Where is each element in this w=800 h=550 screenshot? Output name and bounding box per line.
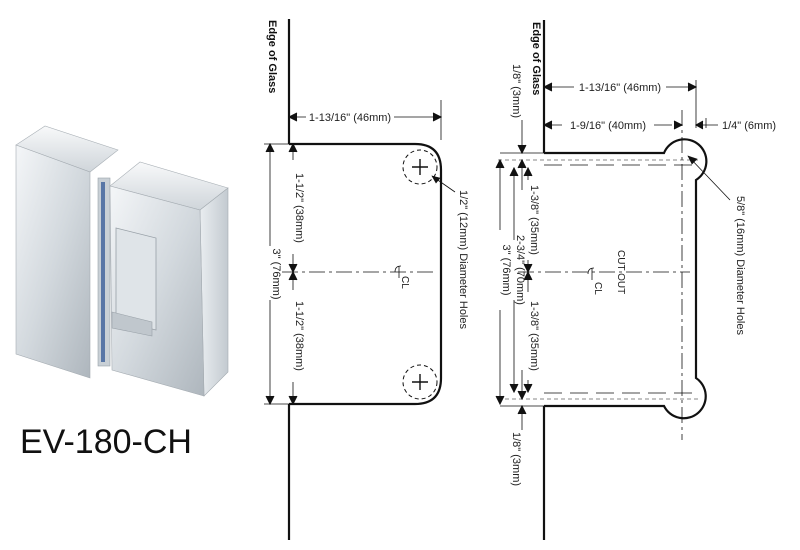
dim-lower-label: 1-1/2" (38mm) — [293, 301, 305, 371]
dim-upper-half-label: 1-3/8" (35mm) — [528, 185, 540, 255]
clamp-drawing — [264, 19, 456, 540]
product-photo — [15, 125, 229, 397]
dim-height-label: 3" (76mm) — [270, 249, 282, 300]
hole-diameter-label-2: 5/8" (16mm) Diameter Holes — [734, 196, 746, 335]
cut-out-label: CUT OUT — [615, 250, 626, 294]
dim-cutout-height-label: 2-3/4" (70mm) — [514, 235, 526, 305]
hole-diameter-label: 1/2" (12mm) Diameter Holes — [457, 190, 469, 329]
dim-lower-half-label: 1-3/8" (35mm) — [528, 301, 540, 371]
dim-overall-height-label: 3" (76mm) — [500, 245, 512, 296]
dim-bottom-gap-label: 1/8" (3mm) — [510, 432, 522, 486]
centerline-label: CL — [399, 276, 410, 289]
dim-offset-label: 1/4" (6mm) — [722, 120, 776, 132]
dim-inner-width-label: 1-9/16" (40mm) — [570, 120, 646, 132]
dim-overall-width-label: 1-13/16" (46mm) — [579, 82, 661, 94]
cut-out-centerline-label: CL — [592, 282, 603, 295]
edge-of-glass-label: Edge of Glass — [266, 20, 278, 93]
cutout-drawing — [495, 20, 731, 540]
edge-of-glass-label-2: Edge of Glass — [530, 22, 542, 95]
dim-upper-label: 1-1/2" (38mm) — [293, 173, 305, 243]
dim-top-gap-label: 1/8" (3mm) — [510, 64, 522, 118]
dim-width-label: 1-13/16" (46mm) — [309, 112, 391, 124]
model-number: EV-180-CH — [20, 423, 192, 461]
